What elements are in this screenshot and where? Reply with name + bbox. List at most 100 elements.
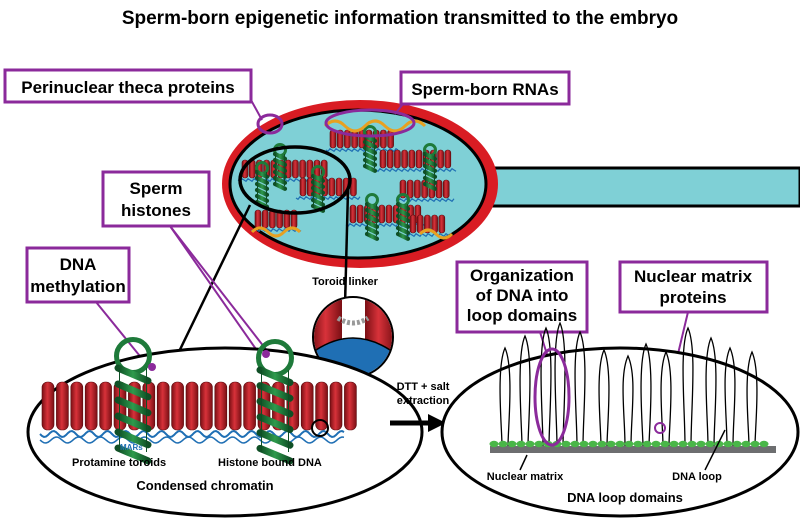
- rna-strand: [323, 119, 427, 133]
- matrix-protein-dot: [507, 440, 517, 448]
- matrix-protein-dot: [588, 440, 598, 448]
- matrix-protein-dot: [732, 440, 742, 448]
- protamine-toroid: [408, 149, 416, 169]
- dna-loop: [622, 354, 634, 447]
- matrix-protein-dot: [705, 440, 715, 448]
- matrix-protein-dot: [660, 440, 670, 448]
- zoom-line: [172, 204, 252, 363]
- dna-loop: [540, 326, 552, 447]
- matrix-protein-dot: [741, 440, 751, 448]
- protamine-toroid: [406, 179, 414, 199]
- rna-highlight: [324, 108, 416, 138]
- condensed-chromatin-panel: MARs Protamine toroids Histone bound DNA…: [26, 337, 424, 518]
- histone-bound-dna-label: Histone bound DNA: [218, 457, 322, 469]
- dna-loop: [660, 350, 672, 447]
- sperm-head-chromatin: [237, 125, 457, 241]
- dna-strand: [375, 167, 457, 173]
- protamine-toroid: [99, 381, 112, 431]
- protamine-toroid: [315, 381, 328, 431]
- dna-loop: [598, 348, 610, 447]
- protamine-toroid: [380, 129, 387, 149]
- protamine-toroid: [329, 381, 343, 431]
- dna-loop: [574, 330, 586, 447]
- svg-text:loop domains: loop domains: [467, 306, 578, 325]
- loop-highlight: [533, 347, 571, 447]
- dna-loop: [499, 346, 511, 447]
- protamine-toroid: [328, 177, 336, 197]
- dna-strand: [39, 430, 345, 438]
- svg-text:DNA: DNA: [60, 255, 97, 274]
- callout-perinuclear-theca: Perinuclear theca proteins: [3, 68, 263, 121]
- protamine-toroid: [156, 381, 170, 431]
- dna-loop: [519, 334, 531, 447]
- protamine-toroid: [344, 381, 357, 431]
- dna-strand: [395, 197, 455, 203]
- matrix-protein-dot: [615, 440, 625, 448]
- protamine-toroid: [300, 381, 314, 431]
- dna-strand: [325, 147, 399, 153]
- histone-coil: [114, 337, 152, 465]
- callout-loop-organization: Organization of DNA into loop domains: [455, 260, 589, 365]
- nuclear-matrix-label: Nuclear matrix: [487, 471, 564, 483]
- dna-loop: [705, 336, 717, 447]
- matrix-protein-dot: [642, 440, 652, 448]
- protamine-toroid: [379, 149, 387, 169]
- protamine-toroid: [394, 149, 401, 169]
- dna-loops: [499, 321, 758, 447]
- matrix-protein-dot: [606, 440, 616, 448]
- dna-loop: [682, 326, 694, 447]
- methylation-mark: [148, 363, 156, 371]
- protamine-toroid: [401, 149, 408, 169]
- matrix-protein-dot: [489, 440, 499, 448]
- svg-text:Sperm-born RNAs: Sperm-born RNAs: [411, 80, 558, 99]
- methylation-mark: [262, 350, 270, 358]
- protamine-toroid: [269, 209, 276, 229]
- svg-text:DTT + salt: DTT + salt: [397, 381, 450, 393]
- protamine-toroid: [415, 149, 423, 169]
- svg-text:methylation: methylation: [30, 277, 125, 296]
- matrix-protein-dot: [696, 440, 706, 448]
- matrix-protein-dot: [525, 440, 535, 448]
- protamine-toroid: [70, 381, 84, 431]
- callout-sperm-histones: Sperm histones: [101, 170, 269, 353]
- svg-text:Perinuclear theca proteins: Perinuclear theca proteins: [21, 78, 235, 97]
- histone-coil: [254, 161, 270, 209]
- protamine-toroid: [444, 149, 452, 169]
- protamine-toroid: [351, 129, 358, 149]
- dna-loop: [746, 350, 758, 447]
- protamine-toroid: [437, 149, 444, 169]
- svg-text:proteins: proteins: [659, 288, 726, 307]
- condensed-chromatin-detail: [39, 337, 357, 465]
- protamine-toroid: [185, 381, 199, 431]
- dna-loop: [640, 342, 652, 447]
- matrix-protein-highlight: [654, 422, 666, 434]
- svg-text:Organization: Organization: [470, 266, 574, 285]
- dna-loop: [554, 321, 566, 447]
- callout-nuclear-matrix-proteins: Nuclear matrix proteins: [618, 260, 769, 426]
- rna-strand: [418, 228, 454, 240]
- protamine-toroid: [254, 209, 262, 229]
- matrix-protein-dot: [561, 440, 571, 448]
- protamine-toroid: [356, 204, 364, 224]
- dna-strand: [405, 232, 451, 238]
- zoom-line: [343, 189, 350, 307]
- callout-dna-methylation: DNA methylation: [25, 246, 149, 367]
- mars-label: MARs: [120, 443, 143, 452]
- matrix-protein-dot: [651, 440, 661, 448]
- dna-strand: [250, 227, 302, 233]
- matrix-protein-dot: [759, 440, 769, 448]
- matrix-protein-dot: [624, 440, 634, 448]
- matrix-protein-dot: [534, 440, 544, 448]
- dna-loop-domains-label: DNA loop domains: [567, 490, 683, 505]
- protamine-toroid: [84, 381, 98, 431]
- protamine-toroid: [438, 214, 446, 234]
- toroid-linker-inset: Toroid linker: [312, 276, 394, 378]
- matrix-protein-dot: [498, 440, 508, 448]
- matrix-protein-dot: [570, 440, 580, 448]
- matrix-protein-dots: [489, 440, 769, 448]
- protamine-toroid: [409, 214, 417, 234]
- protamine-toroid: [335, 177, 343, 197]
- matrix-protein-dot: [687, 440, 697, 448]
- theca-highlight: [256, 113, 284, 135]
